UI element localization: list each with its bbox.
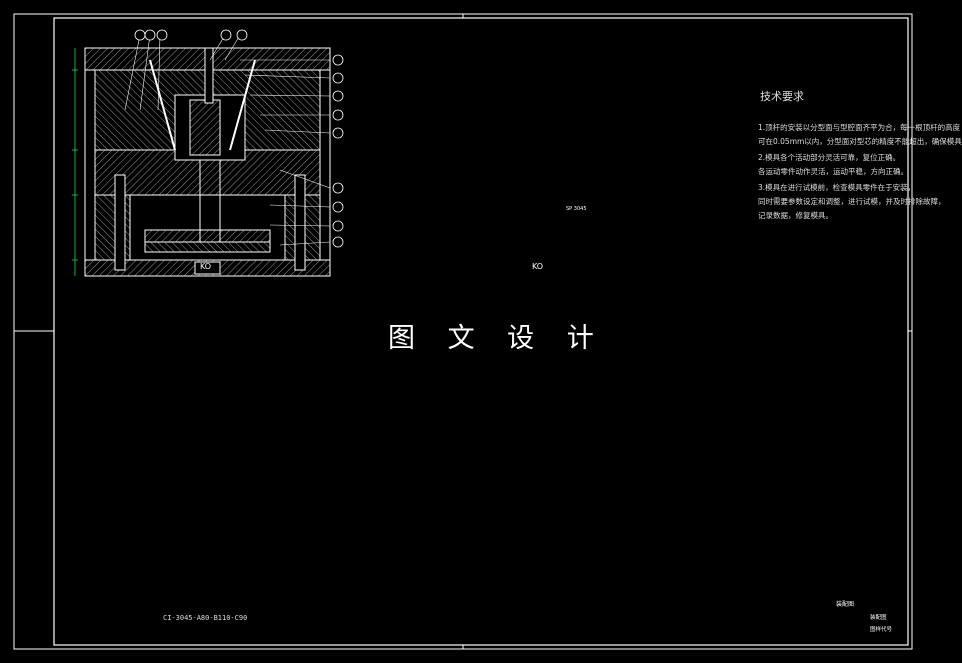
sheet-frame: [13, 13, 913, 650]
section-view-left: [72, 29, 344, 277]
tech-requirement-line: 可在0.05mm以内，分型面对型芯的精度不能超出，确保模具: [758, 137, 962, 146]
tech-requirement-line: 3.模具在进行试模前，检查模具零件在于安装，: [758, 183, 916, 192]
tech-requirement-line: 同时需要参数设定和调整，进行试模，并及时排除故障，: [758, 197, 946, 206]
watermark-text: 图 文 设 计: [388, 323, 606, 354]
tech-requirement-line: 各运动零件动作灵活，运动平稳，方向正确。: [758, 167, 908, 176]
tech-requirements-title: 技术要求: [760, 90, 804, 103]
sp-label: SP 3045: [566, 206, 587, 212]
code-label: 图样代号: [870, 627, 893, 633]
tech-requirement-line: 1.顶杆的安装以分型面与型腔面齐平为合，每一根顶杆的高度: [758, 123, 961, 132]
ko-label-left: KO: [200, 262, 212, 271]
drawing-name: 装配图: [836, 601, 855, 608]
mold-base-code: CI-3045-A80-B110-C90: [163, 614, 248, 622]
sheet-label: 装配图: [870, 615, 887, 621]
tech-requirement-line: 2.模具各个活动部分灵活可靠，复位正确。: [758, 153, 901, 162]
cad-drawing: [13, 13, 913, 650]
ko-label-right: KO: [532, 262, 544, 271]
tech-requirement-line: 记录数据，修复模具。: [758, 211, 833, 220]
